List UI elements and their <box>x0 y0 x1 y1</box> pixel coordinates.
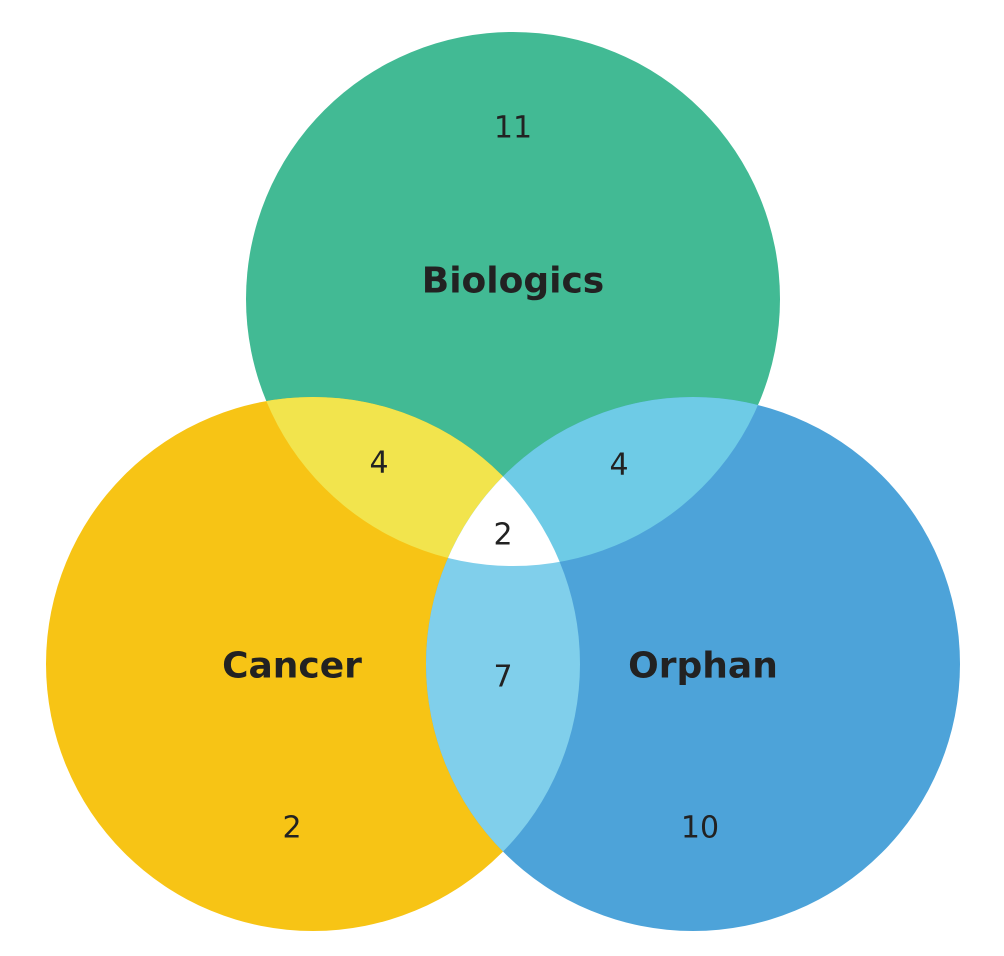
cancer-orphan-count: 7 <box>493 660 512 695</box>
biologics-orphan-intersection <box>426 397 780 566</box>
orphan-label: Orphan <box>628 646 778 687</box>
orphan-only-count: 10 <box>681 811 719 846</box>
biologics-only-count: 11 <box>494 111 532 146</box>
cancer-label: Cancer <box>222 646 362 687</box>
all-three-count: 2 <box>493 518 512 553</box>
biologics-cancer-intersection <box>246 397 580 566</box>
cancer-only-count: 2 <box>282 811 301 846</box>
biologics-cancer-count: 4 <box>369 446 388 481</box>
biologics-label: Biologics <box>422 261 604 302</box>
biologics-orphan-count: 4 <box>609 448 628 483</box>
